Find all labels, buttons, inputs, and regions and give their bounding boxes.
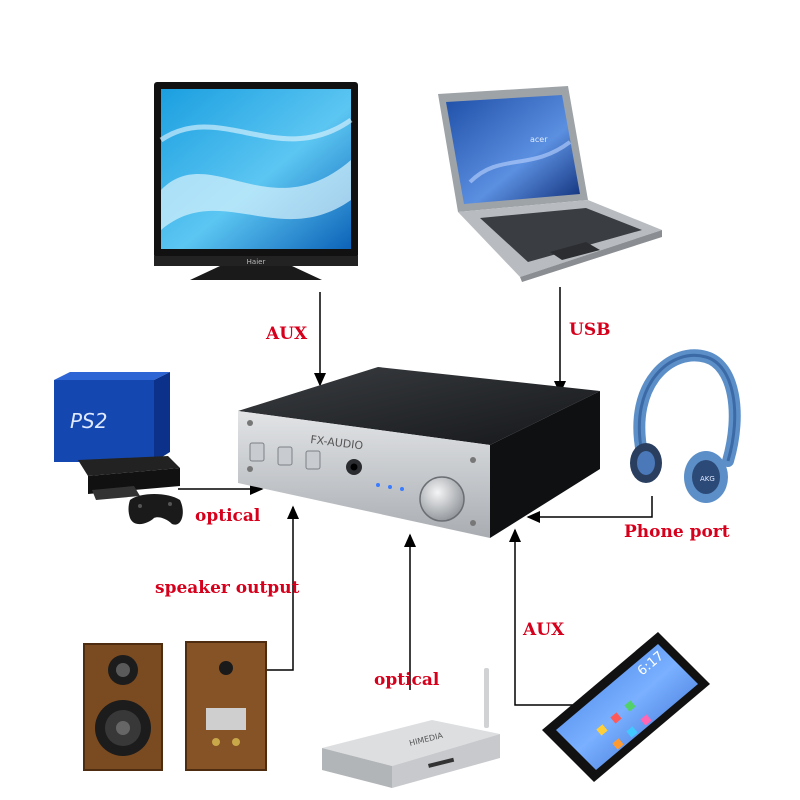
wire-phone-aux — [509, 528, 580, 706]
ps2-logo-text: PS2 — [70, 409, 107, 433]
gamepad-icon — [128, 494, 183, 525]
label-laptop-usb: USB — [569, 320, 611, 340]
label-mediabox-optical: optical — [374, 670, 440, 690]
label-headphones-phone-port: Phone port — [624, 522, 730, 542]
ps2-illustration: PS2 — [54, 372, 183, 525]
wire-headphones-phone-port — [526, 496, 653, 523]
laptop-brand-text: acer — [530, 135, 548, 144]
label-phone-aux: AUX — [523, 620, 565, 640]
tv-illustration: Haier — [154, 82, 358, 280]
fx-audio-dac-illustration: FX-AUDIO — [238, 367, 600, 538]
headphones-illustration: AKG — [630, 349, 741, 503]
dac-brand-text: FX-AUDIO — [310, 433, 365, 452]
media-box-illustration: HIMEDIA — [322, 668, 500, 788]
headphone-brand-text: AKG — [700, 475, 715, 483]
laptop-illustration: acer — [438, 86, 662, 282]
speakers-illustration — [83, 641, 267, 771]
tv-brand-text: Haier — [247, 258, 266, 266]
wire-speakers-output — [264, 505, 299, 671]
app-icons-grid — [596, 700, 652, 750]
smartphone-illustration: 6:17 — [542, 632, 710, 782]
label-tv-aux: AUX — [266, 324, 308, 344]
label-speaker-output: speaker output — [155, 578, 300, 598]
label-ps2-optical: optical — [195, 506, 261, 526]
